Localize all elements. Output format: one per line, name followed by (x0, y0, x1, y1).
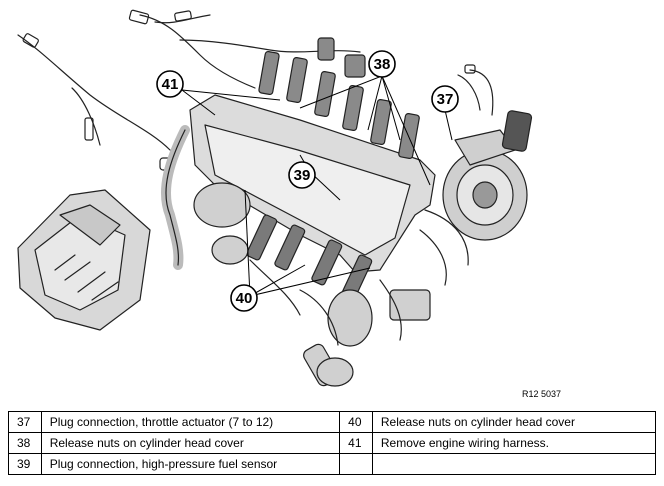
svg-text:41: 41 (162, 76, 179, 93)
leader-lines (181, 75, 453, 297)
callout-39: 39 (288, 161, 316, 189)
legend-row: 37 Plug connection, throttle actuator (7… (8, 411, 657, 433)
legend-description: Release nuts on cylinder head cover (40, 432, 341, 454)
svg-text:39: 39 (294, 167, 311, 184)
connector-top-left (128, 9, 150, 25)
legend-description: Release nuts on cylinder head cover (371, 411, 657, 433)
legend-number: 37 (8, 411, 42, 433)
legend-number: 41 (339, 432, 373, 454)
loose-wire-top (139, 14, 256, 89)
legend-row: 38 Release nuts on cylinder head cover 4… (8, 432, 657, 454)
svg-text:37: 37 (437, 91, 454, 108)
ignition-coils-top (258, 37, 420, 160)
engine-wiring-harness-illustration: 41 38 37 39 40 R12 5037 (17, 9, 561, 399)
legend-description: Remove engine wiring harness. (371, 432, 657, 454)
legend-description: Plug connection, high-pressure fuel sens… (40, 453, 341, 475)
svg-text:38: 38 (374, 56, 391, 73)
callout-38: 38 (368, 50, 396, 78)
reference-code: R12 5037 (522, 389, 561, 399)
legend-number: 39 (8, 453, 42, 475)
loose-wire-left-2 (71, 87, 101, 146)
loose-wire-left (17, 34, 171, 151)
lower-components (193, 182, 431, 387)
legend-number: 38 (8, 432, 42, 454)
callout-37: 37 (431, 85, 459, 113)
callout-40: 40 (230, 284, 258, 312)
legend-table: 37 Plug connection, throttle actuator (7… (8, 411, 657, 475)
callout-41: 41 (156, 70, 184, 98)
legend-row: 39 Plug connection, high-pressure fuel s… (8, 453, 657, 475)
legend-description (371, 453, 657, 475)
legend-description: Plug connection, throttle actuator (7 to… (40, 411, 341, 433)
legend-number (339, 453, 373, 475)
intake-manifold (17, 189, 151, 331)
legend-number: 40 (339, 411, 373, 433)
svg-text:40: 40 (236, 290, 253, 307)
throttle-actuator (442, 110, 533, 241)
